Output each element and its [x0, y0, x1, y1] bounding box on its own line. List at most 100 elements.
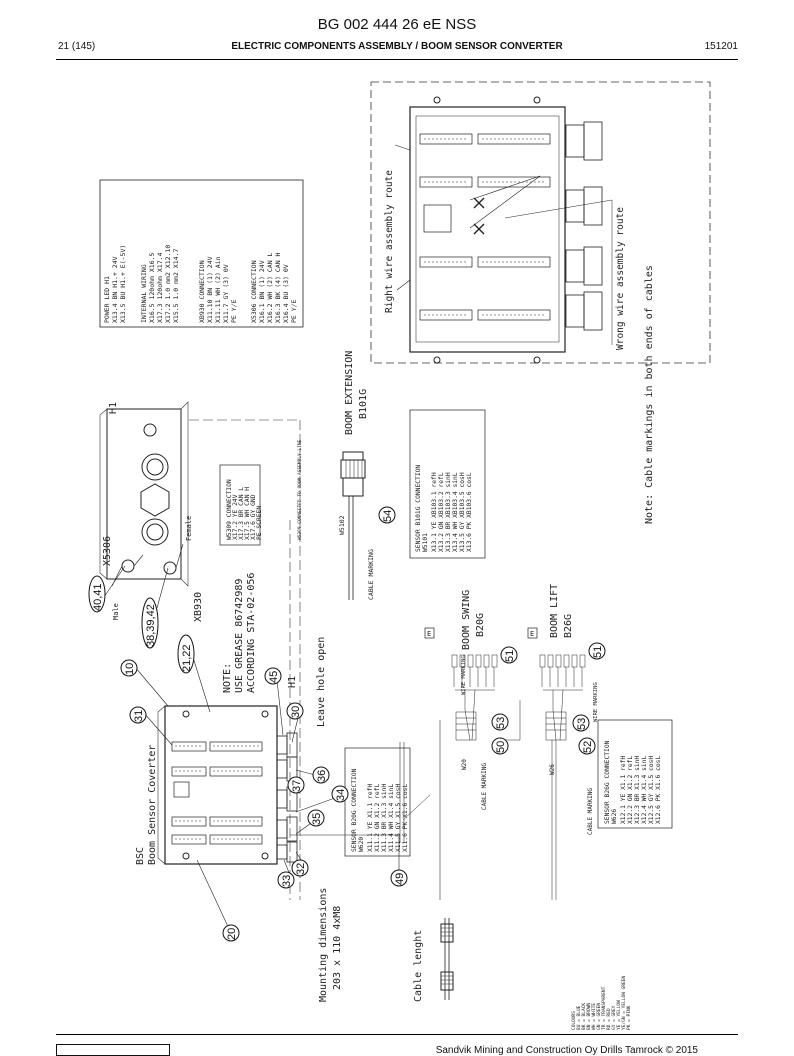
svg-text:50: 50 [495, 741, 507, 753]
w20-label: W20 [461, 759, 468, 770]
svg-text:54: 54 [382, 510, 394, 522]
cable-length-label: Cable lenght [413, 930, 424, 1002]
e-box-lift: E [530, 630, 534, 638]
lift-wire-marking: WIRE MARKING [593, 682, 599, 722]
svg-text:X13.1 YE XB103.1 refH: X13.1 YE XB103.1 refH [431, 472, 438, 552]
svg-text:20: 20 [226, 928, 238, 940]
male-label: Male [112, 603, 120, 620]
callout-52: 52 [578, 737, 596, 755]
w26-label: W26 [549, 764, 556, 775]
x5306-connector [121, 559, 135, 573]
cable-glands-detail [565, 121, 603, 331]
callout-33: 33 [277, 871, 295, 889]
boom-extension-label: BOOM EXTENSION [344, 351, 355, 435]
svg-text:W626: W626 [611, 809, 618, 824]
svg-text:X11.4 WH X1.4 sinL: X11.4 WH X1.4 sinL [388, 784, 395, 852]
svg-text:X16.2 WH (2) CAN L: X16.2 WH (2) CAN L [266, 252, 274, 323]
connector-box [106, 408, 182, 580]
callout-35: 35 [307, 809, 325, 827]
cable-length-drawing [440, 918, 454, 1000]
internal-wiring-table: INTERNAL WIRING X16.5 120ohm X16.5 X17.3… [140, 245, 180, 323]
boom-swing-wires [451, 654, 498, 741]
svg-text:X13.6 PK XB103.6 cosL: X13.6 PK XB103.6 cosL [466, 472, 473, 552]
h1-label-side: H1 [287, 676, 298, 688]
grease-note-line1: NOTE: [222, 663, 233, 693]
svg-text:51: 51 [592, 646, 604, 658]
cable-marking-ext: CABLE MARKING [367, 549, 375, 600]
wrong-route-label: Wrong wire assembly route [615, 207, 626, 350]
svg-text:X16.4 BU (3) 0V: X16.4 BU (3) 0V [282, 264, 290, 323]
svg-text:X17.2 1.0 mm2 X12.10: X17.2 1.0 mm2 X12.10 [164, 245, 172, 323]
svg-text:52: 52 [582, 741, 594, 753]
svg-text:X11.1 YE X1.1 refH: X11.1 YE X1.1 refH [367, 784, 374, 852]
callout-45: 45 [264, 667, 282, 685]
terminal-rows-detail [419, 133, 551, 321]
boom-lift-label: BOOM LIFT [549, 584, 560, 638]
w5102-label: W5102 [338, 515, 346, 535]
b20g-connection-table: SENSOR B20G CONNECTION W620 X11.1 YE X1.… [351, 768, 409, 852]
svg-text:SENSOR B26G CONNECTION: SENSOR B26G CONNECTION [604, 740, 611, 824]
svg-text:53: 53 [576, 718, 588, 730]
bsc-description: Boom Sensor Coverter [147, 745, 158, 865]
svg-text:40,41: 40,41 [92, 583, 104, 611]
svg-text:37: 37 [291, 780, 303, 792]
svg-text:XB930 CONNECTION: XB930 CONNECTION [198, 260, 206, 323]
svg-text:X11.6 PK X1.6 cosL: X11.6 PK X1.6 cosL [402, 784, 409, 852]
svg-text:38,39,42: 38,39,42 [145, 604, 157, 647]
svg-text:X17.3 BR CAN L: X17.3 BR CAN L [238, 487, 245, 540]
callout-32: 32 [291, 859, 309, 877]
b101g-connection-table: SENSOR B101G CONNECTION W5101 X13.1 YE X… [415, 465, 473, 552]
svg-text:BK = BLACK: BK = BLACK [581, 1003, 587, 1030]
swing-wire-marking: WIRE MARKING [461, 655, 467, 695]
callout-54: 54 [378, 506, 396, 524]
svg-text:X11.3 BR X1.3 sinH: X11.3 BR X1.3 sinH [381, 784, 388, 852]
converter-box-detail [409, 106, 566, 353]
svg-text:W620: W620 [358, 837, 365, 852]
callout-51-lift: 51 [588, 642, 606, 660]
callout-10: 10 [120, 659, 138, 677]
svg-text:X5306 CONNECTION: X5306 CONNECTION [250, 260, 258, 323]
xb930-label: XB930 [193, 592, 204, 622]
svg-text:31: 31 [133, 710, 145, 722]
leave-hole-note: Leave hole open [316, 637, 327, 727]
svg-text:21,22: 21,22 [181, 644, 193, 672]
b101g-table-frame [409, 409, 486, 559]
callout-51-swing: 51 [500, 646, 518, 664]
svg-text:YE/GN = YELLOW GREEN: YE/GN = YELLOW GREEN [621, 976, 627, 1030]
svg-text:X11.10 BN (1) 24V: X11.10 BN (1) 24V [206, 256, 214, 323]
gland-top [141, 453, 169, 481]
svg-text:X17.5 WH CAN H: X17.5 WH CAN H [244, 487, 251, 540]
svg-text:BN = BROWN: BN = BROWN [586, 1003, 592, 1030]
svg-text:PE Y/E: PE Y/E [290, 299, 298, 323]
callout-31: 31 [129, 706, 147, 724]
svg-text:X12.5 GY X1.5 cosH: X12.5 GY X1.5 cosH [648, 756, 655, 824]
svg-text:49: 49 [394, 873, 406, 885]
boom-sensor-converter [164, 705, 278, 865]
svg-text:33: 33 [281, 875, 293, 887]
svg-text:X12.2 GN X1.2 refL: X12.2 GN X1.2 refL [627, 756, 634, 824]
svg-text:32: 32 [295, 863, 307, 875]
svg-text:X13.2 GN XB103.2 refL: X13.2 GN XB103.2 refL [438, 472, 445, 552]
svg-text:TR = TRANSPARENT: TR = TRANSPARENT [601, 986, 607, 1030]
svg-text:SENSOR B20G CONNECTION: SENSOR B20G CONNECTION [351, 768, 358, 852]
header-rule [56, 59, 738, 60]
svg-text:45: 45 [268, 671, 280, 683]
svg-text:X11.2 GN X1.2 refL: X11.2 GN X1.2 refL [374, 784, 381, 852]
b26g-connection-table: SENSOR B26G CONNECTION W626 X12.1 YE X1.… [604, 740, 662, 824]
grease-note-line2: USE GREASE 86742989 [234, 579, 245, 693]
callout-34: 34 [331, 785, 349, 803]
colour-legend: COLOURS BU = BLUE BK = BLACK BN = BROWN … [571, 976, 632, 1030]
svg-text:SENSOR B101G CONNECTION: SENSOR B101G CONNECTION [415, 465, 422, 552]
svg-text:BU = BLUE: BU = BLUE [576, 1005, 582, 1030]
sandvik-logo [56, 1044, 170, 1056]
section-title: ELECTRIC COMPONENTS ASSEMBLY / BOOM SENS… [231, 41, 563, 52]
converter-terminal-rows [171, 741, 263, 845]
svg-text:X16.1 BN (1) 24V: X16.1 BN (1) 24V [258, 260, 266, 323]
callout-30: 30 [286, 702, 304, 720]
w5309-table-frame [219, 464, 261, 546]
callout-37: 37 [287, 776, 305, 794]
svg-text:COLOURS: COLOURS [571, 1011, 577, 1030]
svg-text:GY = GREY: GY = GREY [611, 1005, 617, 1030]
assembly-detail-frame [370, 81, 711, 364]
